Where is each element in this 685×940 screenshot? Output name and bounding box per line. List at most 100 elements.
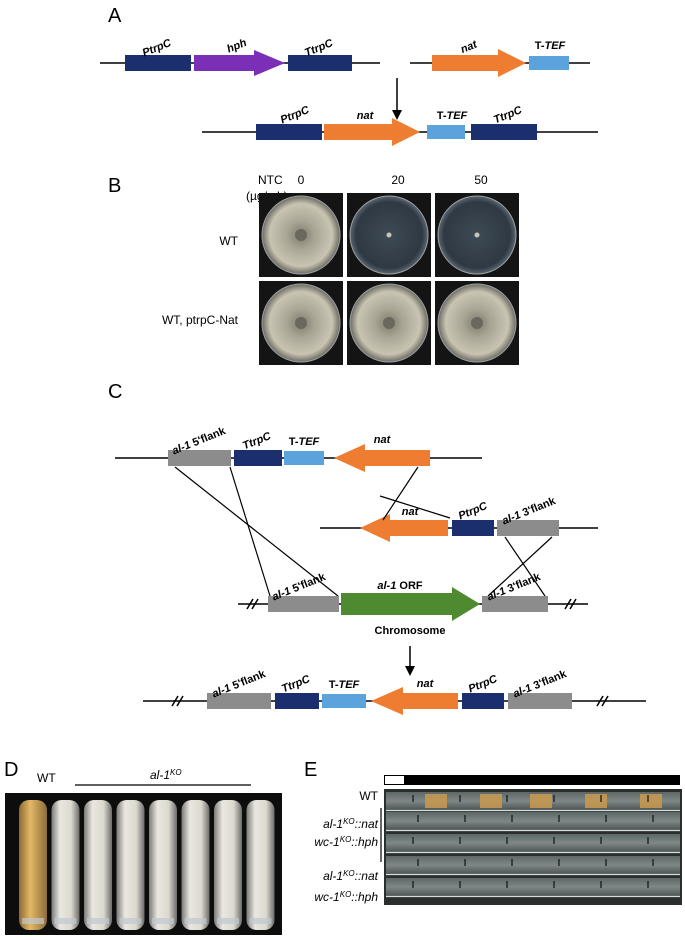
conidiation-band bbox=[585, 794, 607, 808]
break-mark bbox=[596, 695, 609, 707]
tube-agar-edge bbox=[54, 918, 77, 924]
ptrpc-block bbox=[125, 55, 191, 71]
inoculum-spot bbox=[295, 317, 307, 329]
inoculum-spot bbox=[474, 232, 480, 238]
conc-label-50: 50 bbox=[474, 173, 488, 187]
integration-arrow bbox=[405, 646, 415, 676]
race-tube bbox=[386, 878, 680, 896]
ttrpc-label: TtrpC bbox=[241, 430, 274, 453]
tube-al1-ko bbox=[181, 800, 210, 930]
tube-agar-edge bbox=[119, 918, 142, 924]
crossover-lines bbox=[174, 466, 553, 597]
tube-photo bbox=[5, 793, 282, 935]
nat-arrow bbox=[432, 49, 526, 77]
panel-label-a: A bbox=[108, 5, 122, 27]
plate-grid bbox=[259, 193, 519, 365]
al1-3flank-block bbox=[497, 520, 559, 536]
tube-group bbox=[19, 800, 275, 930]
nat-label: nat bbox=[402, 506, 420, 518]
inoculum-spot bbox=[386, 232, 392, 238]
race-label-wc1-ko: wc-1KO::hph bbox=[314, 890, 378, 904]
knockout-locus: al-1 5'flank TtrpC T-TEF nat PtrpC al-1 … bbox=[143, 668, 646, 715]
al1-5flank-block bbox=[207, 693, 271, 709]
row-label-wt-ptrpc-nat: WT, ptrpC-Nat bbox=[162, 313, 239, 327]
race-label-al1-ko: al-1KO::nat bbox=[323, 869, 379, 883]
donor-construct-3prime: nat PtrpC al-1 3'flank bbox=[320, 495, 598, 542]
al1-5flank-block bbox=[268, 596, 339, 612]
ttef-block bbox=[322, 694, 366, 708]
ttrpc-label: TtrpC bbox=[280, 673, 313, 696]
nat-label: nat bbox=[357, 110, 375, 122]
ptrpc-block bbox=[452, 520, 494, 536]
row-label-wt: WT bbox=[219, 234, 238, 248]
nat-arrow-reverse bbox=[371, 687, 458, 715]
tube-al1-ko bbox=[84, 800, 112, 930]
al1-3flank-block bbox=[482, 596, 548, 612]
race-tube-group bbox=[386, 792, 680, 898]
ttrpc-block bbox=[471, 124, 537, 140]
tube-al1-ko bbox=[149, 800, 177, 930]
ttrpc-block bbox=[275, 693, 319, 709]
panel-label-c: C bbox=[108, 381, 122, 403]
panel-label-b: B bbox=[108, 175, 121, 197]
nat-arrow-reverse bbox=[360, 514, 448, 542]
ttrpc-label: TtrpC bbox=[492, 104, 525, 127]
ttef-block bbox=[284, 451, 324, 465]
tube-agar-edge bbox=[87, 918, 109, 924]
al1-orf-arrow bbox=[341, 587, 480, 621]
chromosome: al-1 5'flank al-1 ORF al-1 3'flank Chrom… bbox=[238, 571, 588, 637]
ntc-label: NTC bbox=[258, 173, 283, 187]
conidiation-band bbox=[425, 794, 447, 808]
ttef-label: T-TEF bbox=[329, 679, 360, 691]
construct-ptrpc-nat: PtrpC nat T-TEF TtrpC bbox=[202, 104, 598, 146]
ptrpc-label: PtrpC bbox=[467, 673, 500, 696]
inoculum-spot bbox=[295, 229, 307, 241]
ttrpc-block bbox=[234, 450, 282, 466]
race-label-wt: WT bbox=[359, 789, 378, 803]
race-label-double-ko-line1: al-1KO::nat bbox=[323, 817, 379, 831]
construct-hph: PtrpC hph TtrpC bbox=[100, 37, 380, 76]
conc-label-20: 20 bbox=[391, 173, 405, 187]
tube-al1-ko bbox=[214, 800, 242, 930]
tube-agar-edge bbox=[184, 918, 207, 924]
tube-agar-edge bbox=[152, 918, 174, 924]
conidiation-band bbox=[640, 794, 662, 808]
al1-5flank-block bbox=[168, 450, 231, 466]
tube-wt bbox=[19, 800, 47, 930]
race-tube bbox=[386, 856, 680, 874]
hph-arrow bbox=[194, 50, 285, 76]
conc-label-0: 0 bbox=[298, 173, 305, 187]
nat-arrow bbox=[324, 118, 420, 146]
ttef-block bbox=[529, 56, 569, 70]
al1-ko-label: al-1KO bbox=[150, 768, 182, 782]
race-tube-photo bbox=[384, 789, 682, 905]
conidiation-band bbox=[530, 794, 552, 808]
ptrpc-block bbox=[462, 693, 504, 709]
hph-label: hph bbox=[225, 37, 248, 56]
break-mark bbox=[564, 598, 577, 610]
race-label-double-ko-line2: wc-1KO::hph bbox=[314, 835, 378, 849]
nat-arrow-reverse bbox=[334, 444, 430, 472]
inoculum-spot bbox=[471, 317, 483, 329]
ptrpc-label: PtrpC bbox=[279, 104, 312, 127]
race-tube bbox=[386, 834, 680, 852]
ptrpc-block bbox=[256, 124, 322, 140]
race-tube bbox=[386, 812, 680, 830]
ttrpc-block bbox=[288, 55, 352, 71]
al1-3flank-block bbox=[508, 693, 572, 709]
break-mark bbox=[171, 695, 184, 707]
ttef-label: T-TEF bbox=[535, 40, 566, 52]
tube-agar-edge bbox=[217, 918, 239, 924]
light-period-bar bbox=[385, 776, 404, 784]
ttef-label: T-TEF bbox=[289, 436, 320, 448]
light-dark-bar bbox=[384, 775, 680, 785]
tube-agar-edge bbox=[249, 918, 272, 924]
nat-label: nat bbox=[417, 678, 435, 690]
panel-label-e: E bbox=[304, 759, 317, 781]
donor-construct-5prime: al-1 5'flank TtrpC T-TEF nat bbox=[115, 425, 482, 472]
tube-al1-ko bbox=[246, 800, 275, 930]
chromosome-label: Chromosome bbox=[375, 625, 446, 637]
tube-agar-edge bbox=[22, 918, 44, 924]
tube-al1-ko bbox=[116, 800, 145, 930]
